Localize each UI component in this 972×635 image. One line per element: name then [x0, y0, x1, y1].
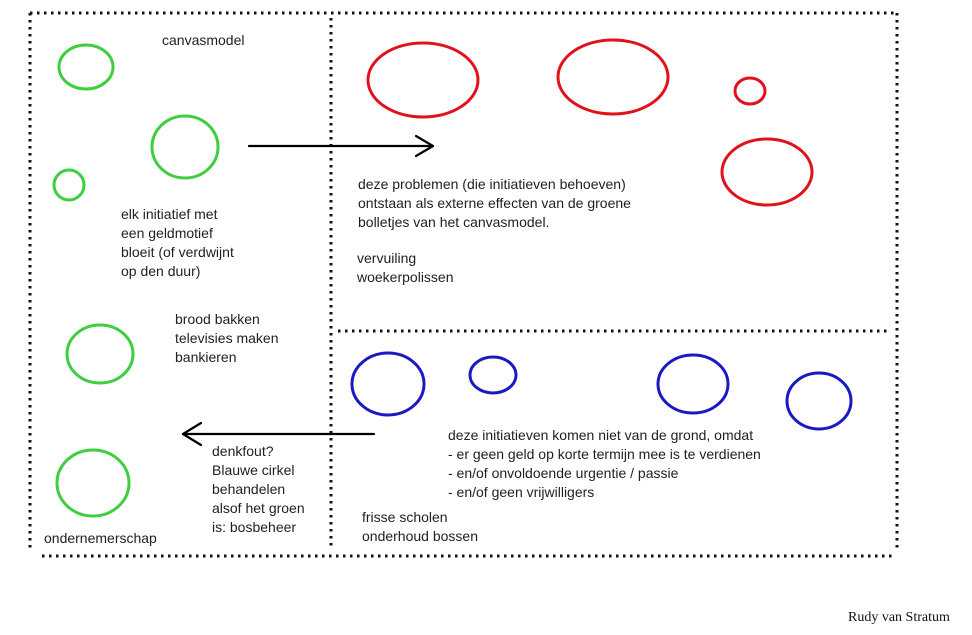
initiative-line: bloeit (of verdwijnt	[121, 244, 234, 260]
example-line: vervuiling	[357, 250, 417, 266]
blue-circle	[468, 355, 518, 395]
blue-circle	[656, 353, 730, 415]
initiative-line: op den duur)	[121, 263, 201, 279]
reason-line: deze initiatieven komen niet van de gron…	[448, 427, 754, 443]
denkfout-line: Blauwe cirkel	[212, 462, 295, 478]
example-line: frisse scholen	[362, 509, 448, 525]
denkfout-line: behandelen	[212, 481, 286, 497]
initiative-line: elk initiatief met	[121, 206, 218, 222]
green-circles	[52, 43, 220, 518]
initiative-text: elk initiatief met een geldmotief bloeit…	[121, 205, 234, 281]
panel-borders	[28, 11, 899, 558]
blue-circle	[350, 351, 426, 417]
green-circle	[52, 168, 86, 202]
green-circle	[57, 43, 115, 91]
left-arrow	[181, 421, 376, 447]
reason-text: deze initiatieven komen niet van de gron…	[448, 426, 761, 502]
problem-line: ontstaan als externe effecten van de gro…	[358, 195, 631, 211]
denkfout-text: denkfout? Blauwe cirkel behandelen alsof…	[212, 442, 305, 537]
reason-line: - er geen geld op korte termijn mee is t…	[448, 446, 761, 462]
initiative-line: een geldmotief	[121, 225, 213, 241]
green-circle	[55, 448, 131, 518]
reason-line: - en/of geen vrijwilligers	[448, 484, 595, 500]
green-examples: brood bakken televisies maken bankieren	[175, 310, 279, 367]
green-circle	[65, 323, 135, 385]
example-line: onderhoud bossen	[362, 528, 478, 544]
denkfout-line: is: bosbeheer	[212, 519, 297, 535]
example-line: televisies maken	[175, 330, 279, 346]
ondernemerschap-label: ondernemerschap	[44, 530, 157, 546]
red-circle	[720, 137, 814, 207]
green-circle	[150, 114, 220, 180]
denkfout-line: denkfout?	[212, 443, 274, 459]
red-circle	[733, 76, 767, 106]
problem-line: bolletjes van het canvasmodel.	[358, 214, 550, 230]
problem-line: deze problemen (die initiatieven behoeve…	[358, 176, 626, 192]
blue-examples: frisse scholen onderhoud bossen	[362, 508, 478, 546]
red-circle	[366, 41, 480, 119]
right-arrow	[247, 134, 435, 158]
red-circle	[556, 38, 670, 116]
red-circles	[366, 38, 814, 207]
problem-text: deze problemen (die initiatieven behoeve…	[358, 175, 631, 232]
denkfout-line: alsof het groen	[212, 500, 305, 516]
example-line: brood bakken	[175, 311, 260, 327]
example-line: woekerpolissen	[357, 269, 454, 285]
blue-circle	[785, 371, 853, 431]
red-examples: vervuiling woekerpolissen	[357, 249, 454, 287]
author-credit: Rudy van Stratum	[848, 610, 950, 625]
reason-line: - en/of onvoldoende urgentie / passie	[448, 465, 679, 481]
canvasmodel-title: canvasmodel	[162, 32, 245, 48]
example-line: bankieren	[175, 349, 237, 365]
blue-circles	[350, 351, 853, 431]
